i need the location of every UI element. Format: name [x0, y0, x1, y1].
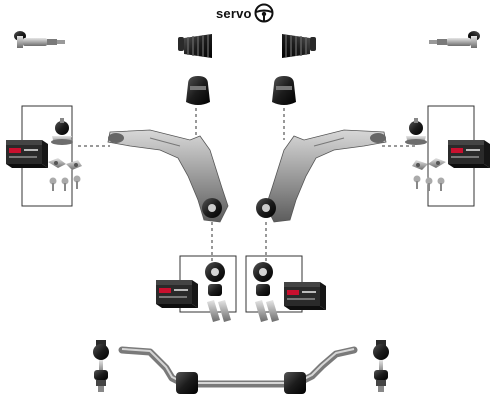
ball-joint-box-right: [448, 140, 490, 168]
bushing-set-right: [253, 262, 279, 322]
fitting-kit-right: [412, 158, 446, 191]
kit-brackets: [21, 105, 475, 313]
subframe-mount-right: [272, 76, 296, 105]
bushing-box-right: [284, 282, 326, 310]
servo-label: servo: [216, 6, 252, 21]
ball-joint-right: [405, 118, 427, 145]
steering-boot-right: [281, 33, 317, 59]
ball-joint-left: [51, 118, 73, 145]
tie-rod-end-right: [429, 31, 480, 48]
bushing-box-left: [156, 280, 198, 308]
guide-lines: [78, 108, 416, 262]
fitting-kit-left: [48, 158, 82, 191]
bushing-set-left: [205, 262, 231, 322]
control-arm-left: [107, 129, 229, 223]
ball-joint-box-left: [6, 140, 48, 168]
stabilizer-link-left: [93, 340, 109, 392]
control-arm-right: [256, 129, 387, 223]
subframe-mount-left: [186, 76, 210, 105]
steering-wheel-icon: [254, 3, 274, 23]
steering-boot-left: [177, 33, 213, 59]
stabilizer-link-right: [373, 340, 389, 392]
stabilizer-bar: [118, 346, 358, 394]
tie-rod-end-left: [14, 31, 65, 48]
